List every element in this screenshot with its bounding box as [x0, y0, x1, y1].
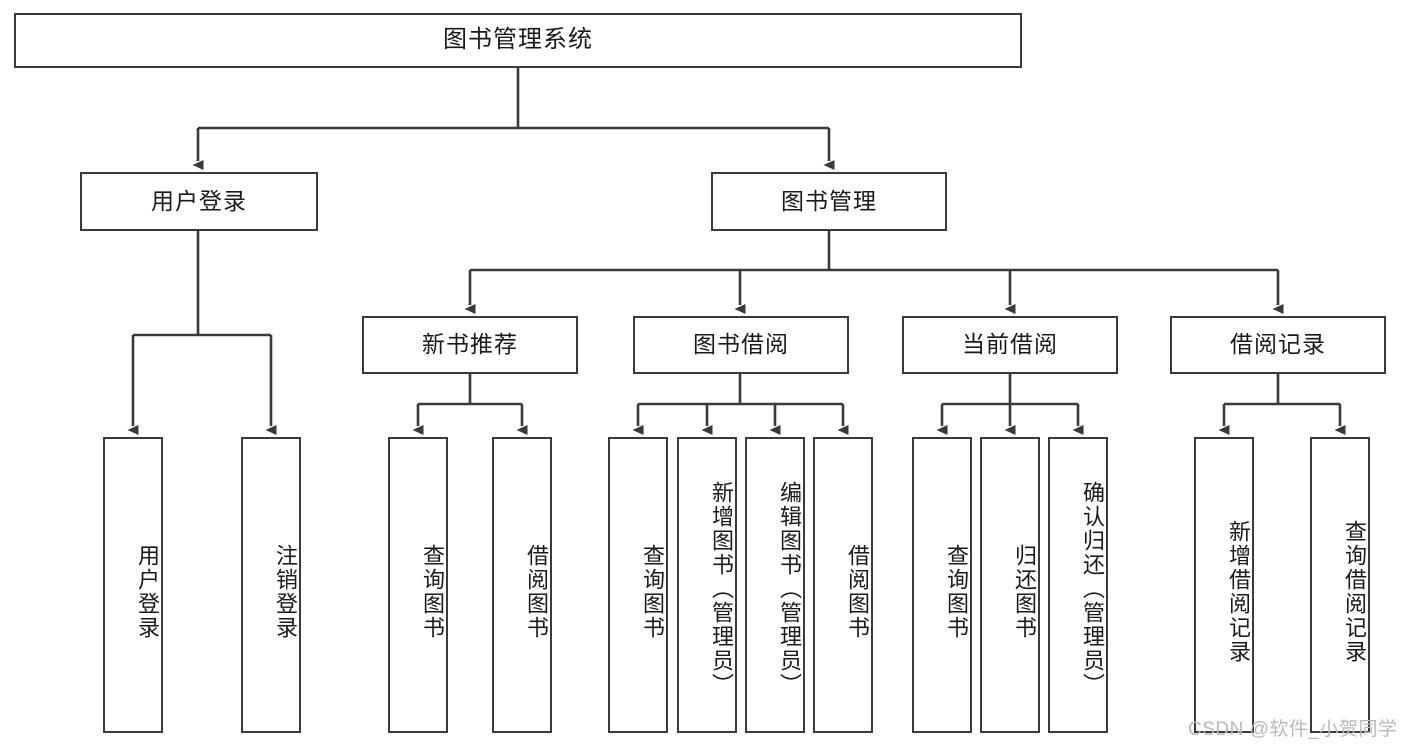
leaf-user-login-signout[interactable]: 注销登录: [241, 437, 301, 733]
node-label: 注销登录: [273, 544, 298, 640]
leaf-borrow-record-query[interactable]: 查询借阅记录: [1310, 437, 1370, 733]
node-label: 归还图书: [1012, 544, 1037, 640]
leaf-borrow-record-add[interactable]: 新增借阅记录: [1194, 437, 1254, 733]
node-label: 当前借阅: [962, 331, 1058, 358]
leaf-book-borrow-edit-admin[interactable]: 编辑图书（管理员）: [745, 437, 805, 733]
node-label: 新增图书（管理员）: [709, 481, 734, 697]
node-label: 查询图书: [944, 544, 969, 640]
node-label: 图书借阅: [693, 331, 789, 358]
node-label: 编辑图书（管理员）: [777, 481, 802, 697]
node-label: 确认归还（管理员）: [1080, 481, 1105, 697]
leaf-book-borrow-query[interactable]: 查询图书: [608, 437, 668, 733]
leaf-new-book-borrow[interactable]: 借阅图书: [492, 437, 552, 733]
leaf-current-borrow-query[interactable]: 查询图书: [912, 437, 972, 733]
node-label: 查询图书: [420, 544, 445, 640]
node-label: 查询图书: [640, 544, 665, 640]
node-label: 图书管理系统: [443, 26, 593, 54]
node-label: 借阅图书: [845, 544, 870, 640]
leaf-book-borrow-add-admin[interactable]: 新增图书（管理员）: [677, 437, 737, 733]
node-root-book-management-system[interactable]: 图书管理系统: [14, 13, 1022, 68]
leaf-current-borrow-return[interactable]: 归还图书: [980, 437, 1040, 733]
node-label: 新增借阅记录: [1226, 520, 1251, 664]
node-label: 新书推荐: [422, 331, 518, 358]
leaf-user-login-signin[interactable]: 用户登录: [103, 437, 163, 733]
node-current-borrow[interactable]: 当前借阅: [902, 316, 1118, 374]
node-borrow-record[interactable]: 借阅记录: [1170, 316, 1386, 374]
node-new-book-recommend[interactable]: 新书推荐: [362, 316, 578, 374]
node-label: 查询借阅记录: [1342, 520, 1367, 664]
node-label: 借阅图书: [524, 544, 549, 640]
node-label: 用户登录: [151, 187, 247, 214]
node-book-management[interactable]: 图书管理: [711, 172, 947, 231]
node-user-login[interactable]: 用户登录: [80, 172, 318, 231]
node-label: 借阅记录: [1230, 331, 1326, 358]
node-label: 用户登录: [135, 544, 160, 640]
leaf-current-borrow-confirm-return-admin[interactable]: 确认归还（管理员）: [1048, 437, 1108, 733]
node-label: 图书管理: [781, 187, 877, 214]
leaf-new-book-query[interactable]: 查询图书: [388, 437, 448, 733]
csdn-watermark: CSDN @软件_小贺同学: [1188, 719, 1398, 740]
node-book-borrow[interactable]: 图书借阅: [633, 316, 849, 374]
leaf-book-borrow-borrow[interactable]: 借阅图书: [813, 437, 873, 733]
